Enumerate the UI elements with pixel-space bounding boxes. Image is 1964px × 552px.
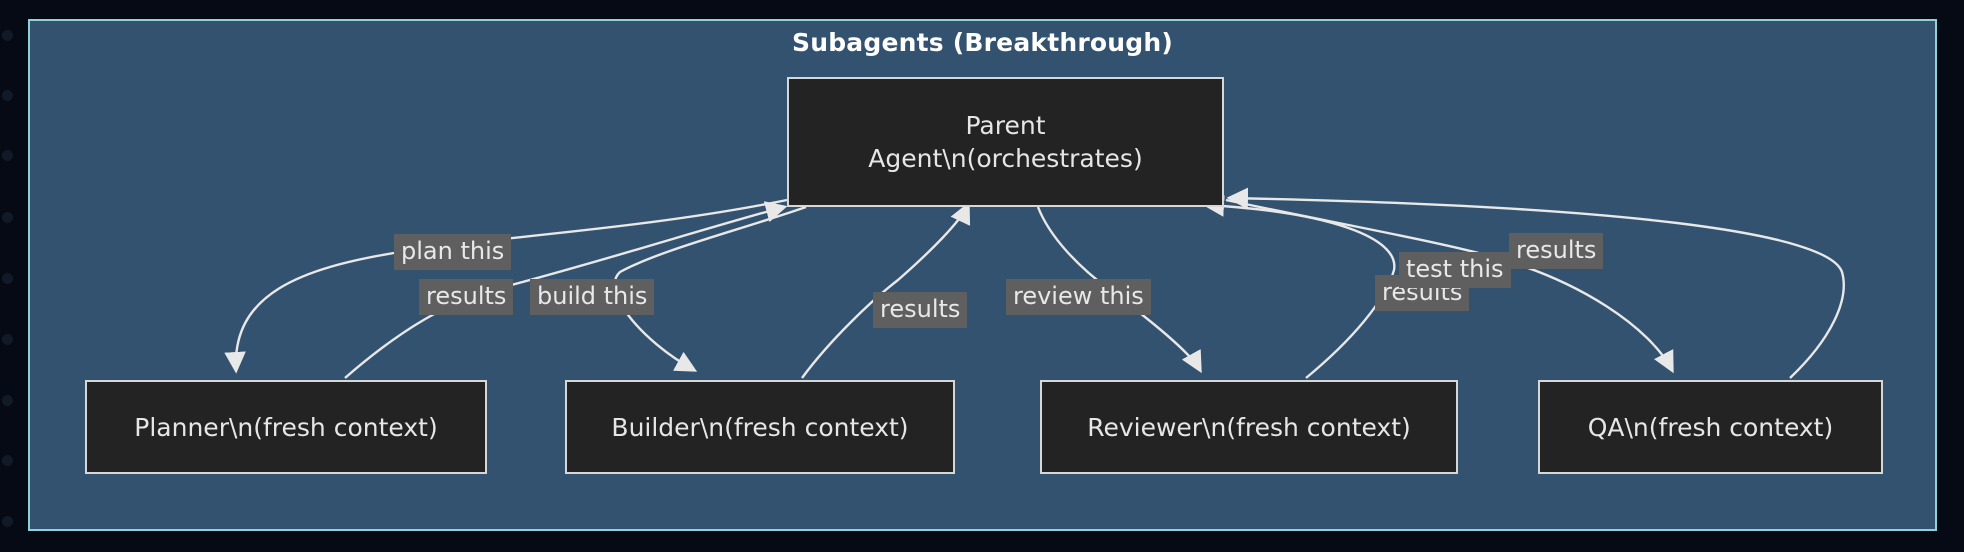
diagram-title: Subagents (Breakthrough) xyxy=(792,28,1173,57)
node-planner-label: Planner\n(fresh context) xyxy=(134,412,438,442)
edge-label-build-this: build this xyxy=(530,279,655,315)
node-builder-label: Builder\n(fresh context) xyxy=(611,412,909,442)
edge-label-results-builder: results xyxy=(873,292,968,328)
gutter-dot xyxy=(2,516,13,527)
node-planner[interactable]: Planner\n(fresh context) xyxy=(85,380,487,474)
node-reviewer[interactable]: Reviewer\n(fresh context) xyxy=(1040,380,1458,474)
gutter-dot xyxy=(2,212,13,223)
left-gutter-dots xyxy=(0,0,20,552)
gutter-dot xyxy=(2,395,13,406)
node-qa-label: QA\n(fresh context) xyxy=(1587,412,1834,442)
edge-label-review-this: review this xyxy=(1006,279,1151,315)
node-qa[interactable]: QA\n(fresh context) xyxy=(1538,380,1883,474)
gutter-dot xyxy=(2,90,13,101)
edge-label-test-this: test this xyxy=(1399,252,1511,288)
gutter-dot xyxy=(2,273,13,284)
edge-label-plan-this: plan this xyxy=(394,234,512,270)
node-parent-label-line1: Parent xyxy=(965,111,1046,140)
node-parent-agent[interactable]: Parent Agent\n(orchestrates) xyxy=(787,77,1224,207)
gutter-dot xyxy=(2,455,13,466)
node-builder[interactable]: Builder\n(fresh context) xyxy=(565,380,955,474)
edge-label-results-planner: results xyxy=(419,279,514,315)
edge-label-results-qa: results xyxy=(1509,233,1604,269)
gutter-dot xyxy=(2,30,13,41)
gutter-dot xyxy=(2,334,13,345)
node-parent-label-line2: Agent\n(orchestrates) xyxy=(868,144,1143,173)
node-reviewer-label: Reviewer\n(fresh context) xyxy=(1087,412,1411,442)
gutter-dot xyxy=(2,150,13,161)
